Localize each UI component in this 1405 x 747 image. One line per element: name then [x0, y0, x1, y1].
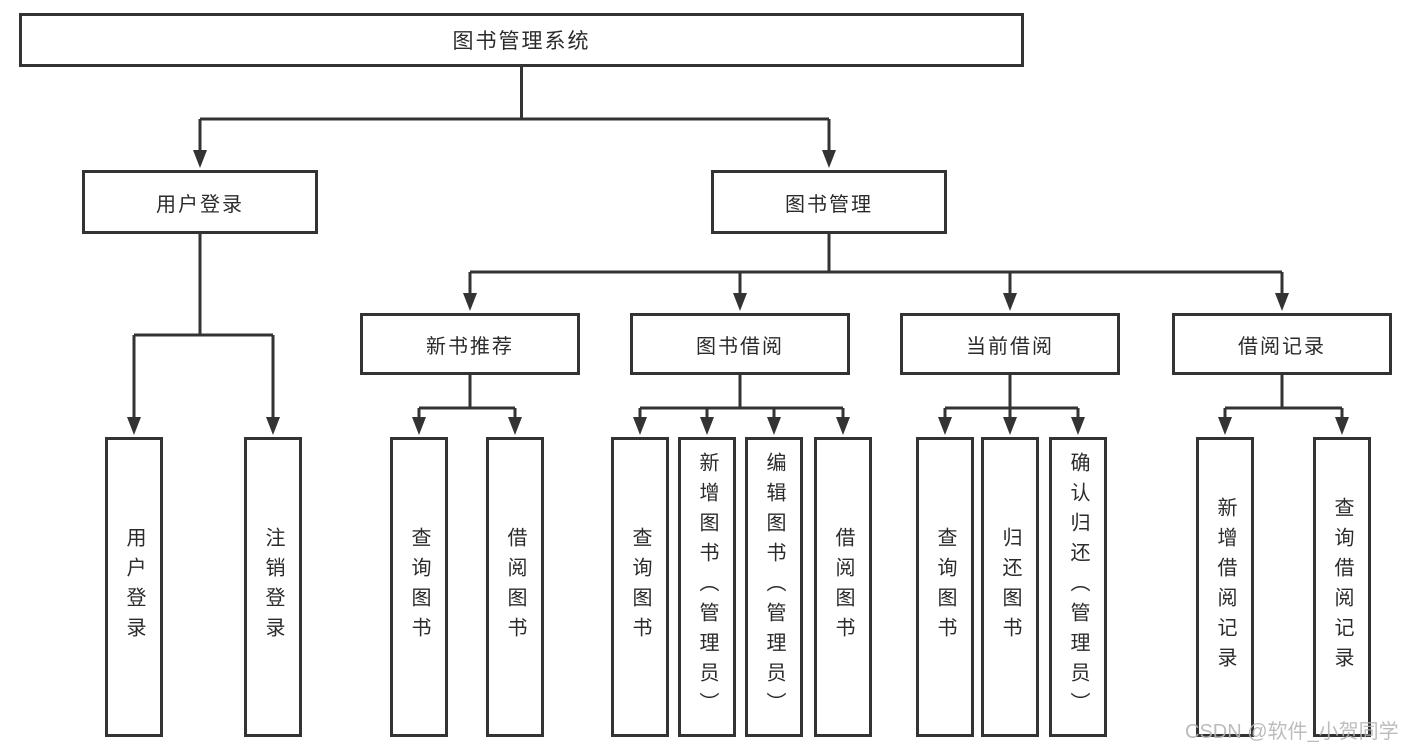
- node-book-borrow: 图书借阅: [630, 313, 850, 375]
- arrowhead: [836, 417, 850, 435]
- arrowhead: [1003, 417, 1017, 435]
- leaf-query-books-current-label: 查询图书: [934, 527, 956, 647]
- arrowhead: [412, 417, 426, 435]
- leaf-query-books-rec: 查询图书: [390, 437, 448, 737]
- arrowhead: [193, 150, 207, 168]
- node-root: 图书管理系统: [19, 13, 1024, 67]
- connector-book-mgmt-to-level3: [463, 234, 1289, 311]
- leaf-borrow-books: 借阅图书: [814, 437, 872, 737]
- node-borrow-record-label: 借阅记录: [1238, 335, 1326, 358]
- arrowhead: [767, 417, 781, 435]
- leaf-logout: 注销登录: [244, 437, 302, 737]
- node-current-borrow-label: 当前借阅: [966, 335, 1054, 358]
- leaf-edit-books-admin-label: 编辑图书（管理员）: [763, 452, 785, 722]
- arrowhead: [1071, 417, 1085, 435]
- arrowhead: [1003, 293, 1017, 311]
- watermark-text: CSDN @软件_小贺同学: [1185, 721, 1399, 743]
- arrowhead: [266, 417, 280, 435]
- leaf-edit-books-admin: 编辑图书（管理员）: [745, 437, 803, 737]
- leaf-confirm-return-admin: 确认归还（管理员）: [1049, 437, 1107, 737]
- arrowhead: [633, 417, 647, 435]
- node-user-login: 用户登录: [82, 170, 318, 234]
- node-user-login-label: 用户登录: [156, 193, 244, 216]
- arrowhead: [1218, 417, 1232, 435]
- leaf-return-books-label: 归还图书: [999, 527, 1021, 647]
- arrowhead: [733, 293, 747, 311]
- node-current-borrow: 当前借阅: [900, 313, 1120, 375]
- connector-root-to-level2: [193, 67, 836, 168]
- leaf-query-books-borrow-label: 查询图书: [629, 527, 651, 647]
- leaf-add-books-admin-label: 新增图书（管理员）: [696, 452, 718, 722]
- arrowhead: [822, 150, 836, 168]
- leaf-logout-label: 注销登录: [262, 527, 284, 647]
- leaf-query-borrow-record: 查询借阅记录: [1313, 437, 1371, 737]
- leaf-add-borrow-record: 新增借阅记录: [1196, 437, 1254, 737]
- leaf-add-books-admin: 新增图书（管理员）: [678, 437, 736, 737]
- arrowhead: [938, 417, 952, 435]
- leaf-borrow-books-rec-label: 借阅图书: [504, 527, 526, 647]
- connector-user-login-to-leaves: [127, 234, 280, 435]
- arrowhead: [1335, 417, 1349, 435]
- leaf-user-login-label: 用户登录: [123, 527, 145, 647]
- connector-new-book-rec-to-leaves: [412, 375, 522, 435]
- node-book-mgmt: 图书管理: [711, 170, 947, 234]
- leaf-return-books: 归还图书: [981, 437, 1039, 737]
- leaf-query-books-rec-label: 查询图书: [408, 527, 430, 647]
- leaf-query-books-borrow: 查询图书: [611, 437, 669, 737]
- leaf-query-borrow-record-label: 查询借阅记录: [1331, 497, 1353, 677]
- connector-current-borrow-to-leaves: [938, 375, 1085, 435]
- arrowhead: [127, 417, 141, 435]
- leaf-confirm-return-admin-label: 确认归还（管理员）: [1067, 452, 1089, 722]
- connector-borrow-record-to-leaves: [1218, 375, 1349, 435]
- arrowhead: [1275, 293, 1289, 311]
- node-borrow-record: 借阅记录: [1172, 313, 1392, 375]
- arrowhead: [700, 417, 714, 435]
- node-root-label: 图书管理系统: [452, 30, 591, 53]
- arrowhead: [508, 417, 522, 435]
- leaf-user-login: 用户登录: [105, 437, 163, 737]
- node-book-mgmt-label: 图书管理: [785, 193, 873, 216]
- leaf-query-books-current: 查询图书: [916, 437, 974, 737]
- node-new-book-rec-label: 新书推荐: [426, 335, 514, 358]
- arrowhead: [463, 293, 477, 311]
- leaf-add-borrow-record-label: 新增借阅记录: [1214, 497, 1236, 677]
- connector-book-borrow-to-leaves: [633, 375, 850, 435]
- node-new-book-rec: 新书推荐: [360, 313, 580, 375]
- leaf-borrow-books-label: 借阅图书: [832, 527, 854, 647]
- node-book-borrow-label: 图书借阅: [696, 335, 784, 358]
- leaf-borrow-books-rec: 借阅图书: [486, 437, 544, 737]
